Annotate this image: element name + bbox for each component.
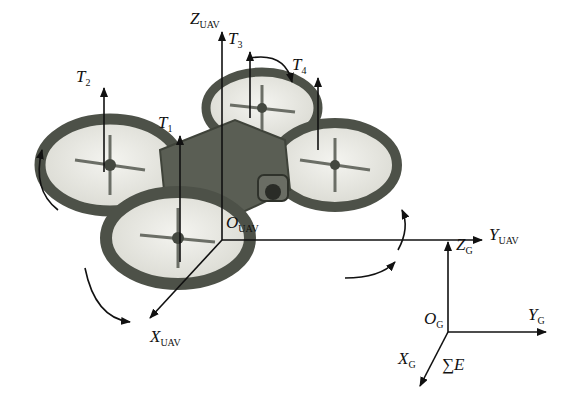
axis-label: ∑E (442, 356, 465, 373)
axis-label: T2 (76, 68, 90, 85)
axis-label: T4 (292, 56, 306, 73)
axis-label: ZUAV (190, 10, 220, 27)
axis-label: XG (398, 350, 416, 367)
drone-body (40, 72, 397, 284)
axis-label: OG (424, 310, 444, 327)
axis-label: T1 (158, 114, 172, 131)
axis-label: YG (528, 306, 545, 323)
axis-label: T3 (228, 30, 242, 47)
force-arrows (39, 32, 546, 386)
axis-label: YUAV (489, 226, 519, 243)
axis-label: XUAV (150, 328, 181, 345)
axis-label: OUAV (226, 214, 259, 231)
axis-label: ZG (456, 236, 473, 253)
